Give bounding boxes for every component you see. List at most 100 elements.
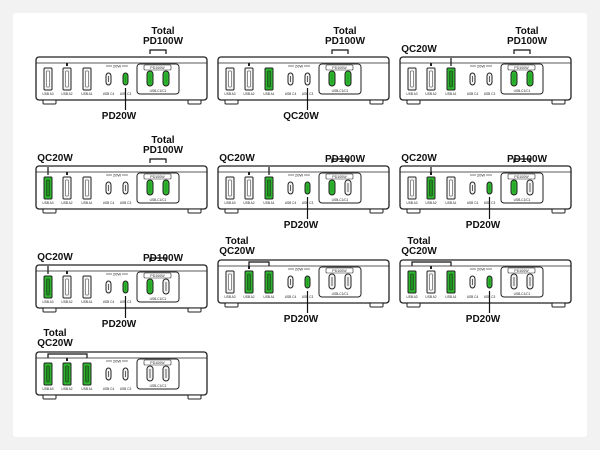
pd-region: [136, 63, 180, 95]
charger-foot-left: [224, 208, 239, 214]
pd-badge-text: PD100W: [150, 274, 165, 278]
port-a1-tongue: [85, 365, 89, 383]
port-c4-label: USB C4: [285, 295, 297, 299]
pd-badge: [143, 64, 172, 71]
power-label-bottom: PD20W: [466, 315, 500, 325]
pd-badge-text: PD100W: [514, 175, 529, 179]
charger-foot-right: [187, 307, 202, 313]
port-c4-label: USB C4: [467, 201, 479, 205]
power-label-line: PD100W: [142, 253, 184, 264]
connector-top: [149, 257, 167, 262]
power-label-line: QC20W: [401, 44, 437, 55]
indicator-mark: [66, 63, 68, 66]
port-a3-label: USB A3: [406, 201, 417, 205]
port-a1-tongue: [267, 273, 271, 291]
charger-foot-right: [187, 208, 202, 214]
pd-ports-label: USB-C1/C1: [514, 89, 531, 93]
pd-region: [500, 63, 544, 95]
power-label-line: PD20W: [101, 319, 137, 330]
port-c4-label: USB C4: [285, 92, 297, 96]
pd-badge: [325, 173, 354, 180]
c-badge-text: 20W: [295, 267, 303, 272]
charger-foot-left: [42, 208, 57, 214]
power-label-line: QC20W: [219, 153, 255, 164]
pd-ports-label: USB-C1/C1: [150, 198, 167, 202]
port-a1-tongue: [85, 179, 89, 197]
port-c4-label: USB C4: [467, 295, 479, 299]
port-a1-label: USB A1: [445, 295, 456, 299]
pd-badge: [143, 173, 172, 180]
pd-ports-label: USB-C1/C1: [150, 384, 167, 388]
power-label-line: PD100W: [142, 36, 184, 47]
pd-badge: [143, 272, 172, 279]
connector-top: [149, 158, 167, 163]
pd-badge-text: PD100W: [514, 66, 529, 70]
pd-region: [136, 271, 180, 303]
c-badge-text: 20W: [295, 173, 303, 178]
port-a2-tongue: [429, 273, 433, 291]
pd-badge-text: PD100W: [332, 269, 347, 273]
pd-ports-label: USB-C1/C1: [150, 297, 167, 301]
port-a1-label: USB A1: [263, 201, 274, 205]
charger-foot-left: [42, 307, 57, 313]
c-badge-text: 20W: [477, 267, 485, 272]
port-a3-label: USB A3: [224, 201, 235, 205]
port-c4-label: USB C4: [467, 92, 479, 96]
port-a2-tongue: [429, 179, 433, 197]
pd-region: [136, 172, 180, 204]
port-a2-tongue: [429, 70, 433, 88]
power-label-line: PD100W: [324, 154, 366, 165]
indicator-mark: [430, 63, 432, 66]
pd-ports-label: USB-C1/C1: [332, 292, 349, 296]
port-a1-tongue: [85, 278, 89, 296]
c-badge-text: 20W: [113, 64, 121, 69]
port-a1-label: USB A1: [263, 295, 274, 299]
port-a1-tongue: [449, 179, 453, 197]
pd-badge-text: PD100W: [514, 269, 529, 273]
charger-foot-left: [406, 99, 421, 105]
port-c4-label: USB C4: [103, 300, 115, 304]
port-a3-tongue: [46, 278, 50, 296]
charger-foot-right: [187, 394, 202, 400]
power-label-line: PD100W: [142, 145, 184, 156]
port-c4-label: USB C4: [103, 387, 115, 391]
port-a3-tongue: [46, 70, 50, 88]
port-c4-label: USB C4: [103, 201, 115, 205]
power-label-left: QC20W: [37, 154, 73, 164]
power-label-bottom: PD20W: [466, 221, 500, 231]
charger-foot-left: [224, 99, 239, 105]
pd-region: [318, 172, 362, 204]
power-label-line: QC20W: [37, 338, 73, 349]
pd-ports-label: USB-C1/C1: [332, 198, 349, 202]
port-a3-tongue: [228, 70, 232, 88]
power-label-bottom: PD20W: [284, 221, 318, 231]
connector-top: [513, 158, 531, 163]
port-c3-label: USB C3: [484, 92, 496, 96]
pd-region: [318, 63, 362, 95]
power-label-line: PD20W: [283, 314, 319, 325]
port-a3-label: USB A3: [42, 387, 53, 391]
charger-foot-left: [42, 394, 57, 400]
port-c3-label: USB C3: [120, 387, 132, 391]
port-a2-label: USB A2: [243, 295, 254, 299]
charger-foot-left: [42, 99, 57, 105]
port-a3-label: USB A3: [42, 201, 53, 205]
power-label-left: QC20W: [401, 45, 437, 55]
charger-foot-right: [551, 208, 566, 214]
port-a1-label: USB A1: [81, 201, 92, 205]
pd-badge: [325, 64, 354, 71]
pd-ports-label: USB-C1/C1: [332, 89, 349, 93]
port-a2-tongue: [247, 70, 251, 88]
